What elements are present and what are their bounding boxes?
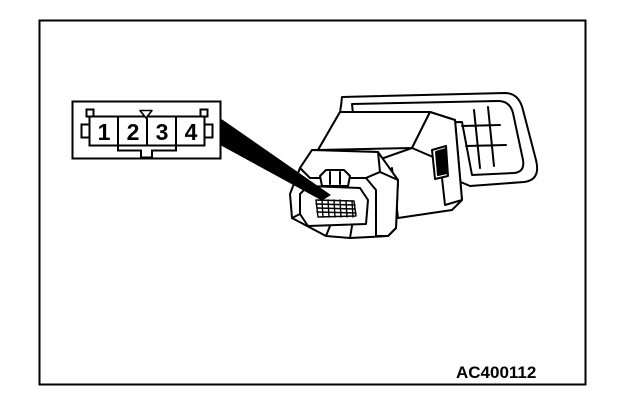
latch-window-shade: [435, 148, 448, 176]
pin-label-2: 2: [127, 119, 140, 145]
latch-right: [203, 123, 214, 139]
pin-label-3: 3: [156, 119, 169, 145]
plug-nose-side: [365, 171, 399, 237]
tab-top-right: [199, 108, 209, 118]
lock-tab: [319, 169, 351, 187]
plug-skirt: [291, 213, 353, 239]
pinout-inset: 1 2 3 4: [71, 100, 222, 160]
pin-dividers: [117, 116, 177, 146]
pin-index-triangle-icon: [139, 109, 153, 119]
flange-inner-opening: [351, 100, 525, 176]
connector-illustration: [289, 92, 539, 239]
bottom-key: [117, 145, 177, 159]
pin-label-4: 4: [185, 119, 198, 145]
figure-frame: [38, 19, 587, 386]
figure-code: AC400112: [456, 363, 536, 382]
terminal-grid: [315, 199, 357, 218]
latch-left: [80, 123, 91, 139]
tab-top-left: [85, 108, 95, 118]
pin-label-1: 1: [98, 119, 111, 145]
flange-ribs: [461, 106, 507, 169]
lock-tab-slot: [329, 171, 341, 185]
